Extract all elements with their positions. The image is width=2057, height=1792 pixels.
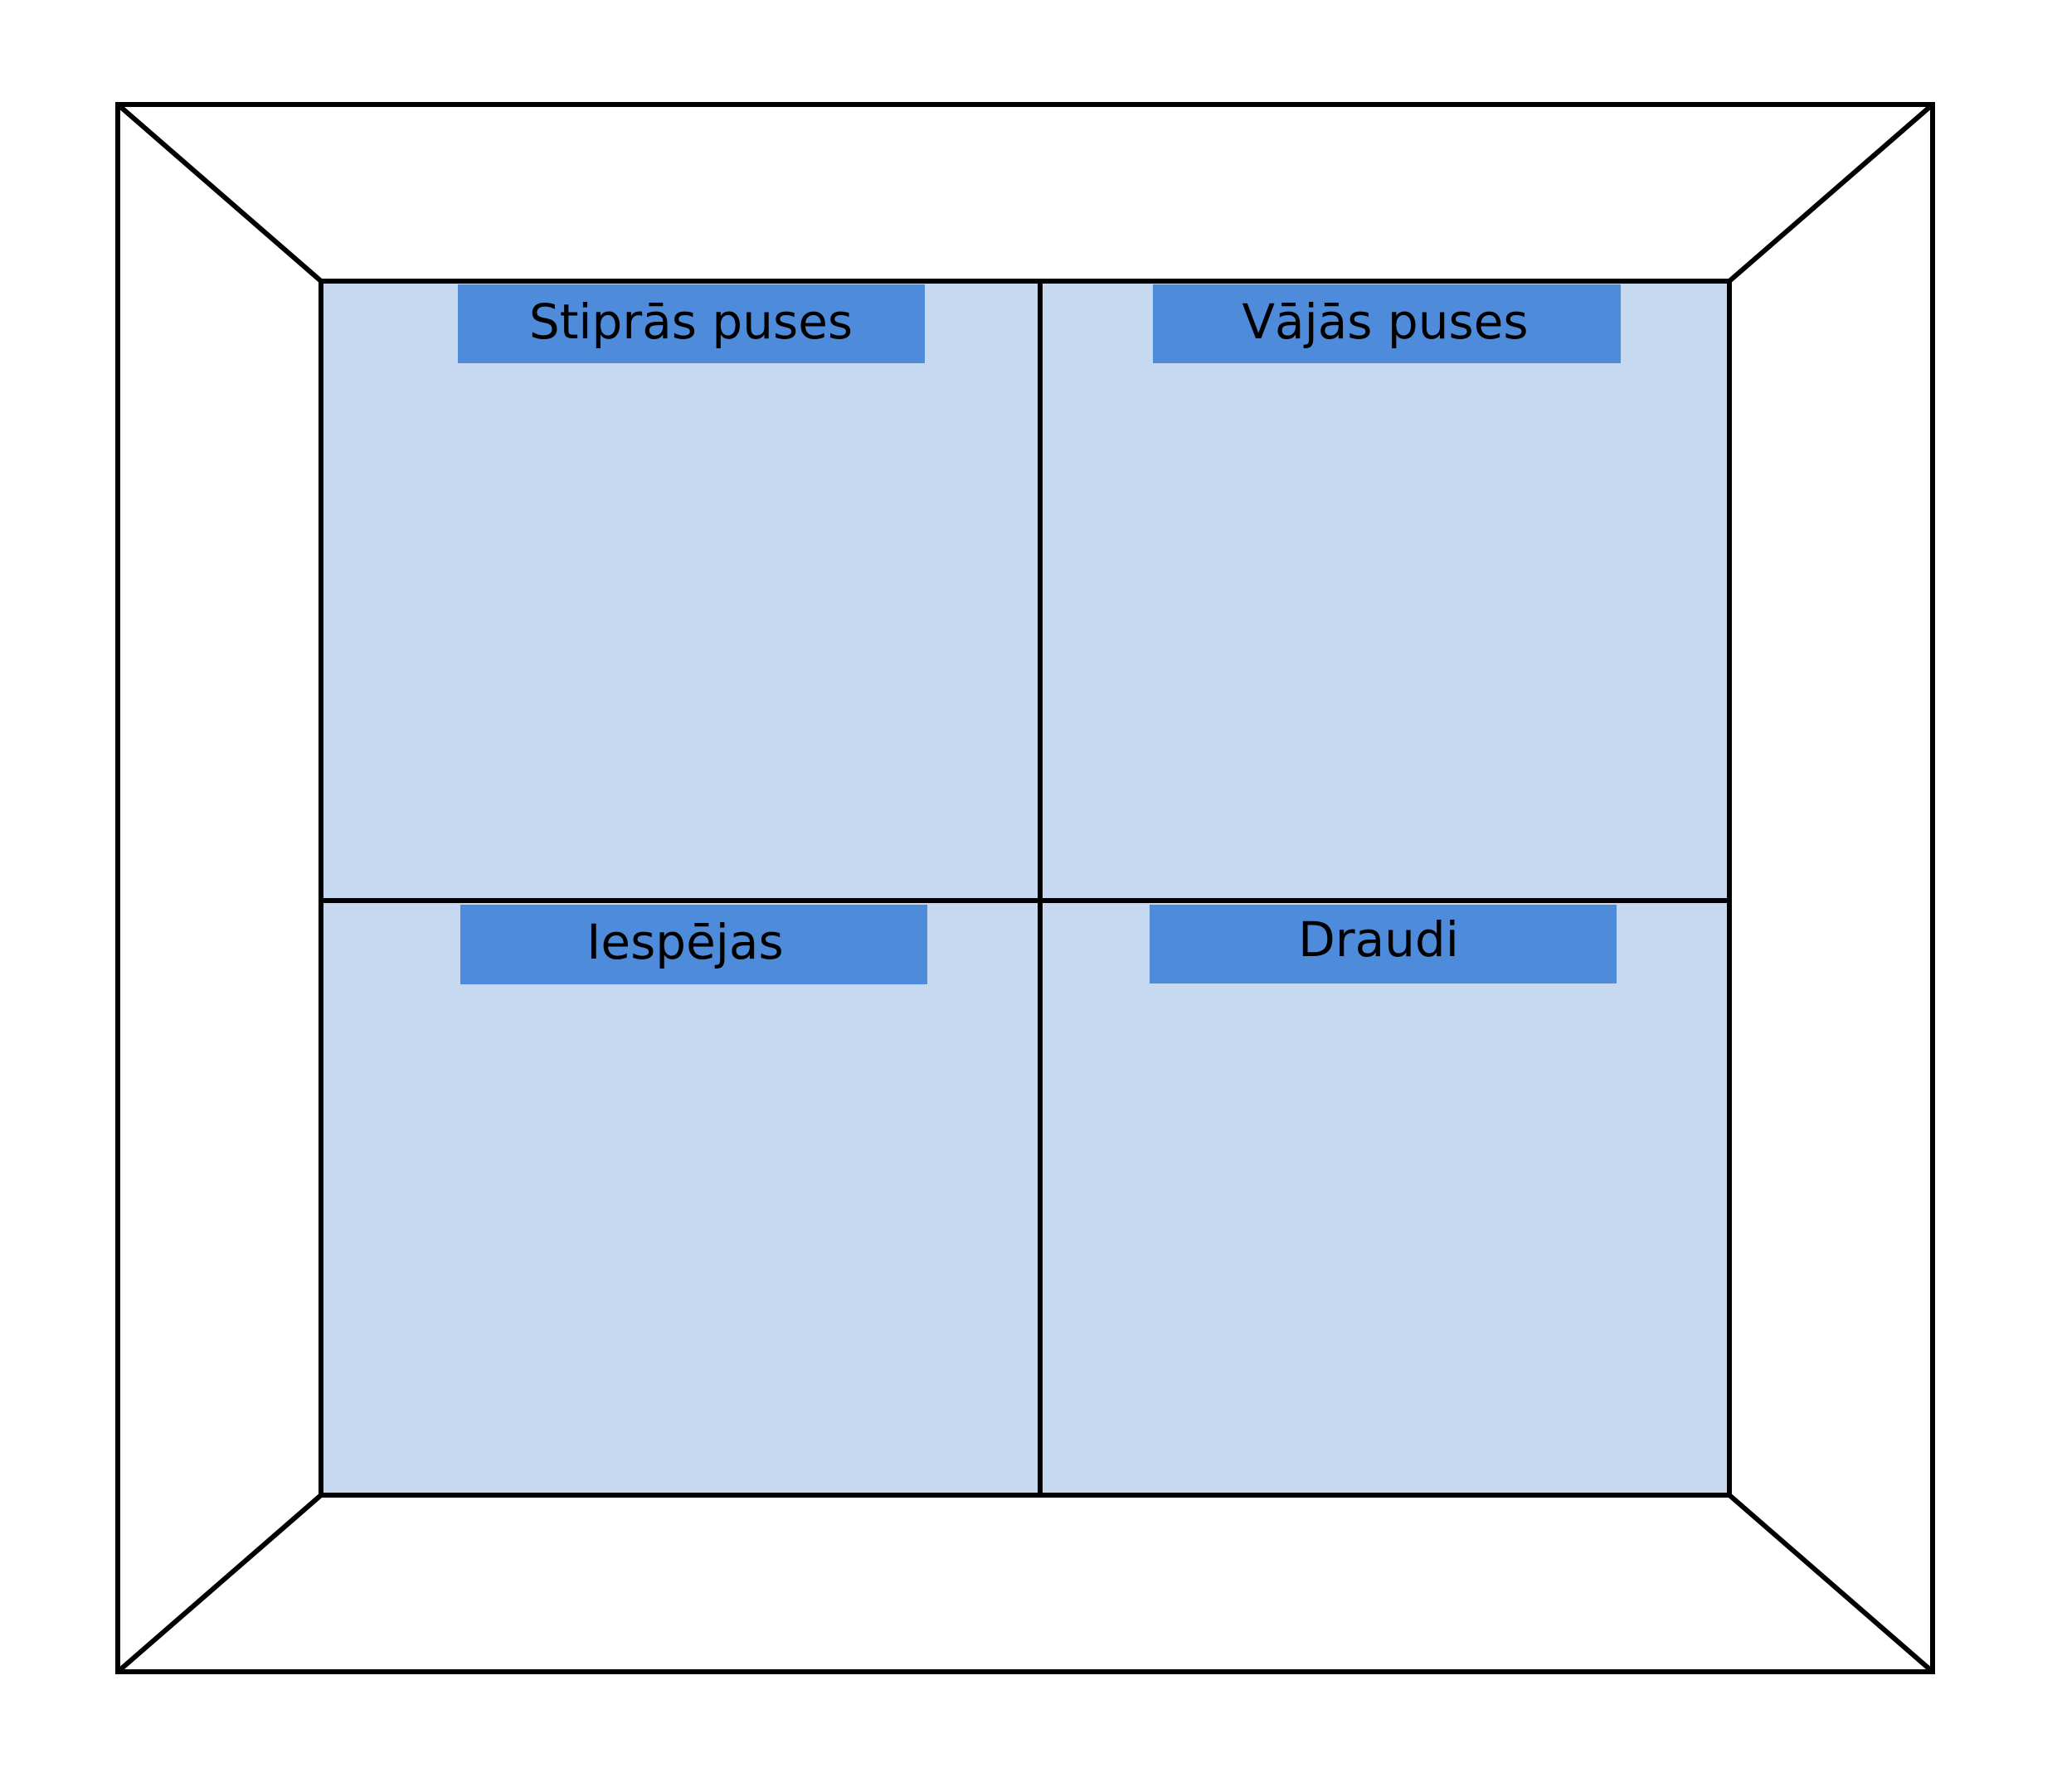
quadrant-label: Stiprās puses [529, 294, 853, 350]
label-box [1153, 284, 1621, 363]
inner-grid [319, 279, 1732, 1498]
quadrant-strengths: Stiprās puses [458, 284, 925, 363]
corner-line-bottom-right [1728, 1493, 1934, 1674]
corner-line-top-right [1728, 102, 1934, 284]
label-box [458, 284, 925, 363]
corner-line-top-left [116, 102, 323, 284]
quadrant-opportunities: Iespējas [460, 905, 927, 984]
label-box [1150, 905, 1617, 983]
quadrant-label: Vājās puses [1242, 294, 1528, 350]
label-box [460, 905, 927, 984]
quadrant-threats: Draudi [1150, 905, 1617, 983]
corner-line-bottom-left [116, 1493, 323, 1674]
quadrant-label: Iespējas [586, 914, 783, 970]
quadrant-label: Draudi [1298, 911, 1459, 968]
quadrant-weaknesses: Vājās puses [1153, 284, 1621, 363]
